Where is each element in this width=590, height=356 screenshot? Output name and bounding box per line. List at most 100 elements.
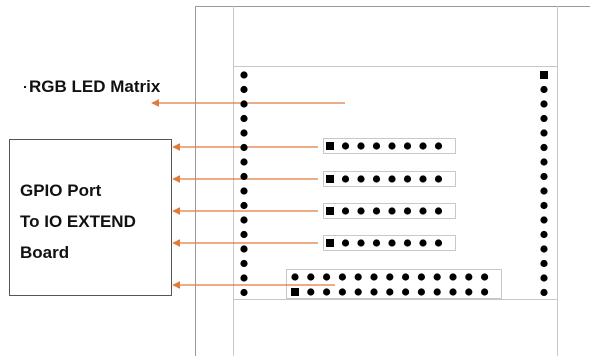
double-row-header-pin — [291, 288, 299, 296]
double-row-header-pin — [354, 273, 362, 281]
rgb-led-matrix-label: RGB LED Matrix — [29, 77, 161, 96]
left-column-pin — [240, 259, 248, 268]
gpio-header-pin — [403, 239, 412, 247]
gpio-header-pin — [419, 239, 427, 247]
right-column-pin — [540, 230, 548, 239]
gpio-header-pin — [341, 142, 350, 150]
double-row-header-pin — [338, 288, 346, 296]
gpio-port-label: GPIO Port To IO EXTEND Board — [20, 175, 136, 268]
double-row-header-pin — [291, 273, 299, 281]
left-column-pin — [240, 201, 248, 210]
gpio-header-pin — [388, 239, 396, 247]
gpio-header-pin — [326, 207, 334, 215]
right-column-pin — [540, 158, 548, 166]
right-column-pin — [540, 201, 548, 210]
gpio-header-pin — [388, 142, 396, 150]
left-column-pin — [240, 230, 248, 239]
gpio-header-pin — [419, 175, 427, 183]
board-outline — [195, 6, 590, 356]
gpio-header-pin — [372, 142, 381, 150]
left-column-pin — [240, 172, 248, 181]
gpio-label-line-1: GPIO Port — [20, 181, 102, 200]
left-column-pin — [240, 114, 248, 123]
gpio-header-pin — [372, 175, 381, 183]
gpio-header-pin — [357, 239, 365, 247]
right-column-pin — [540, 71, 548, 79]
double-row-header-pin — [433, 273, 441, 281]
left-column-pin — [240, 288, 248, 297]
left-column-pin — [240, 158, 248, 166]
left-column-pin — [240, 100, 248, 108]
gpio-label-line-2: To IO EXTEND — [20, 212, 136, 231]
double-row-header-pin — [417, 288, 425, 296]
gpio-port-box — [9, 139, 172, 296]
right-column-pin — [540, 187, 548, 195]
double-row-header-pin — [481, 288, 489, 296]
right-column-pin — [540, 288, 548, 297]
double-row-header-pin — [323, 273, 331, 281]
double-row-header-pin — [481, 273, 489, 281]
double-row-header-pin — [465, 273, 473, 281]
gpio-header-pin — [403, 175, 412, 183]
led-matrix-pcb — [233, 66, 558, 300]
double-row-header-pin — [402, 288, 410, 296]
gpio-header-pin — [357, 175, 365, 183]
gpio-header-pin — [357, 142, 365, 150]
gpio-header-pin — [434, 175, 443, 183]
double-row-header-pin — [417, 273, 425, 281]
left-column-pin — [240, 71, 248, 79]
double-row-header-pin — [386, 288, 394, 296]
double-row-header-pin — [449, 273, 457, 281]
double-row-header-pin — [307, 288, 315, 296]
right-column-pin — [540, 114, 548, 123]
double-row-header-pin — [386, 273, 394, 281]
double-row-header-pin — [323, 288, 331, 296]
left-column-pin — [240, 245, 248, 253]
double-row-header-pin — [370, 273, 378, 281]
gpio-label-line-3: Board — [20, 243, 70, 262]
board-guide-line — [557, 300, 558, 356]
gpio-header-pin — [341, 239, 350, 247]
double-row-header-pin — [338, 273, 346, 281]
left-column-pin — [240, 187, 248, 195]
right-column-pin — [540, 100, 548, 108]
double-row-header-pin — [465, 288, 473, 296]
gpio-header-pin — [388, 175, 396, 183]
right-column-pin — [540, 143, 548, 152]
left-column-pin — [240, 129, 248, 137]
gpio-header-pin — [434, 239, 443, 247]
board-guide-line — [233, 6, 234, 66]
gpio-header-pin — [419, 142, 427, 150]
gpio-header-pin — [419, 207, 427, 215]
right-column-pin — [540, 172, 548, 181]
right-column-pin — [540, 259, 548, 268]
double-row-header-pin — [449, 288, 457, 296]
gpio-header-pin — [403, 142, 412, 150]
gpio-header-pin — [326, 175, 334, 183]
gpio-header-pin — [434, 207, 443, 215]
gpio-header-pin — [357, 207, 365, 215]
right-column-pin — [540, 129, 548, 137]
left-column-pin — [240, 216, 248, 224]
double-row-header-pin — [402, 273, 410, 281]
gpio-header-pin — [403, 207, 412, 215]
board-guide-line — [557, 6, 558, 66]
board-guide-line — [233, 300, 234, 356]
double-row-header-pin — [433, 288, 441, 296]
double-row-header-pin — [354, 288, 362, 296]
gpio-header-pin — [341, 175, 350, 183]
double-row-header-pin — [307, 273, 315, 281]
gpio-header-pin — [326, 239, 334, 247]
right-column-pin — [540, 85, 548, 94]
gpio-header-pin — [372, 207, 381, 215]
gpio-header-pin — [434, 142, 443, 150]
right-column-pin — [540, 245, 548, 253]
gpio-header-pin — [326, 142, 334, 150]
right-column-pin — [540, 216, 548, 224]
right-column-pin — [540, 274, 548, 282]
gpio-header-pin — [372, 239, 381, 247]
label-tick-mark — [24, 86, 26, 88]
left-column-pin — [240, 274, 248, 282]
left-column-pin — [240, 143, 248, 152]
